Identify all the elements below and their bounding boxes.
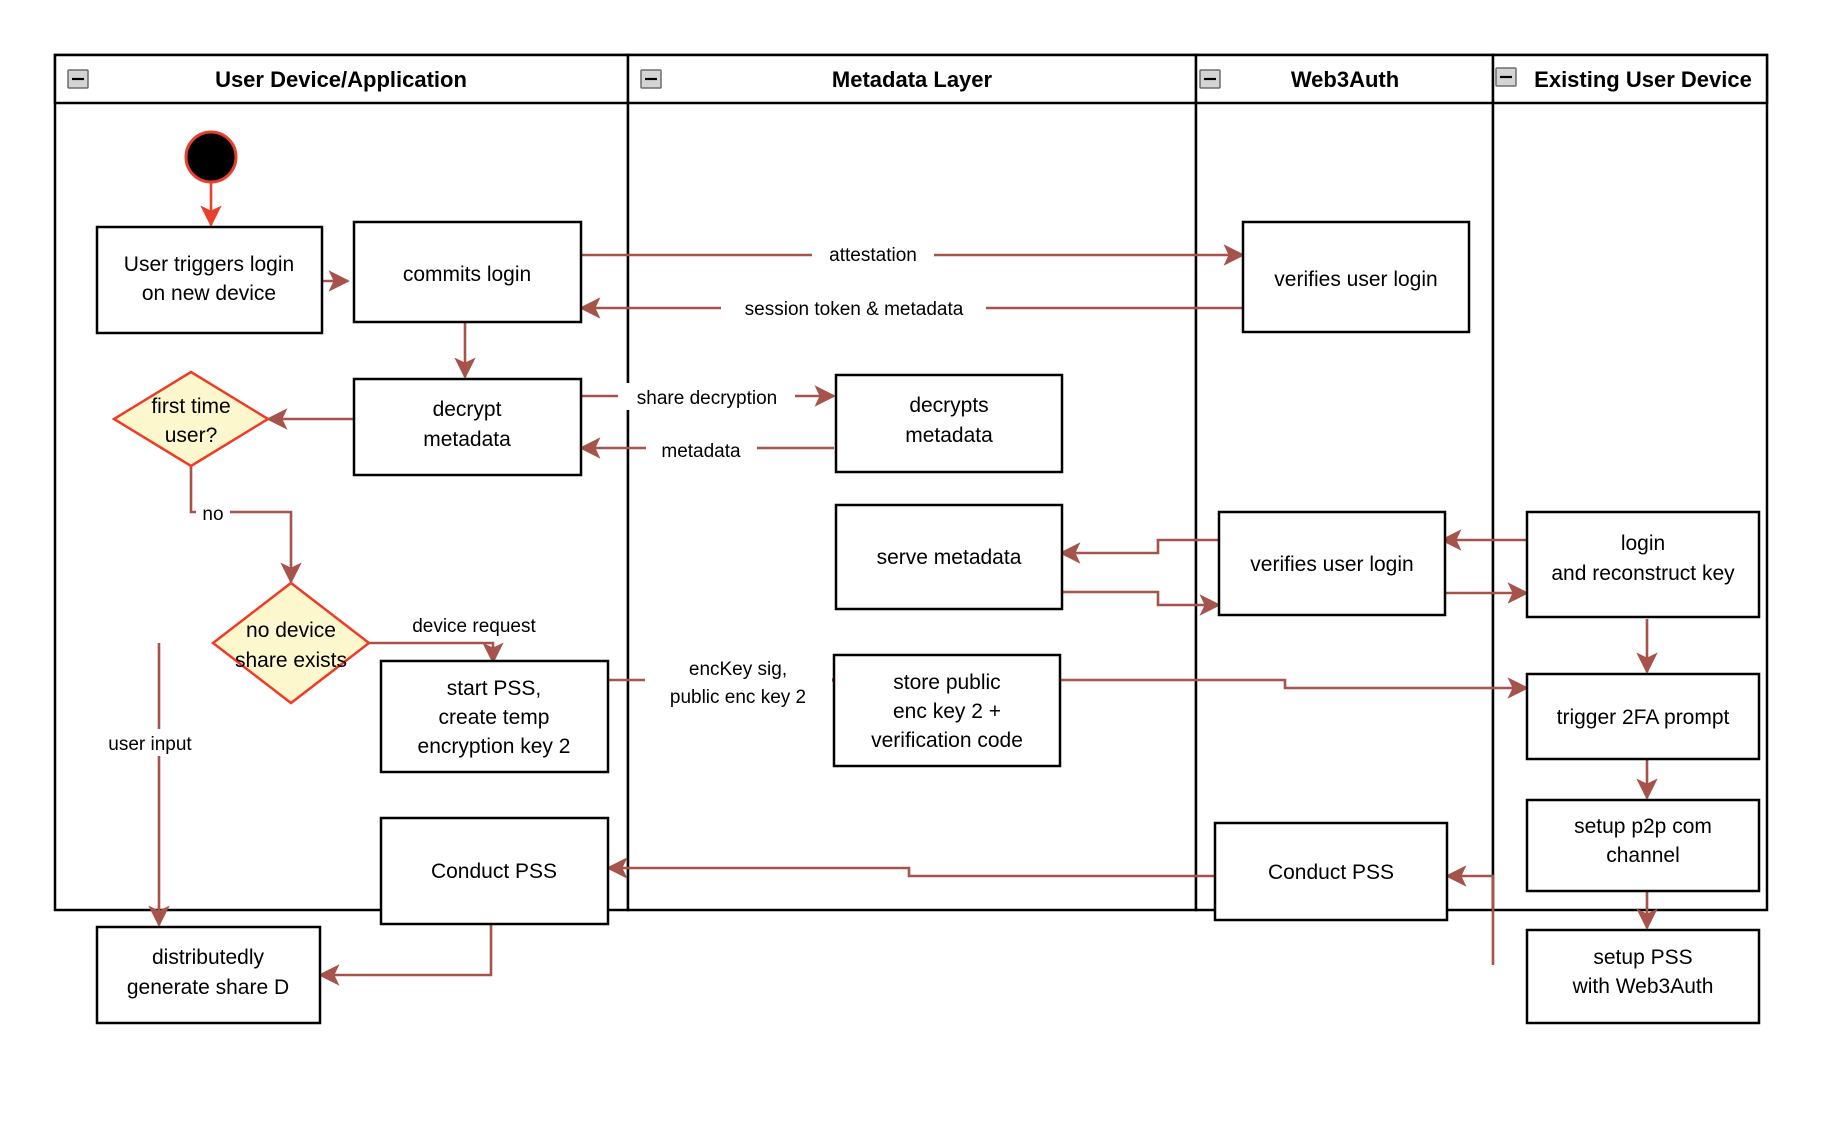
lane-header-user-device[interactable]: User Device/Application: [53, 53, 630, 105]
node-trigger-2fa-prompt[interactable]: trigger 2FA prompt: [1525, 672, 1761, 761]
lane-body-user-device: [53, 53, 630, 912]
lane-body-metadata: [626, 53, 1198, 912]
node-no-device-share-exists[interactable]: no device share exists: [210, 581, 372, 705]
minus-icon[interactable]: [1495, 67, 1517, 87]
node-label: Conduct PSS: [1268, 861, 1394, 884]
lane-header-bg-existing-device: [1491, 53, 1769, 105]
edge-device-request: [369, 641, 504, 664]
edge-label-metadata: metadata: [646, 436, 757, 463]
node-label-line-1: decrypt: [433, 398, 502, 421]
node-label-line-2: enc key 2 +: [893, 700, 1001, 723]
node-label: trigger 2FA prompt: [1557, 706, 1730, 729]
node-label-line-2: generate share D: [127, 976, 289, 999]
edge-label-text: no: [202, 504, 223, 525]
node-label-line-3: verification code: [871, 729, 1023, 752]
edge-label-user-input: user input: [93, 729, 208, 756]
node-label: serve metadata: [877, 546, 1022, 569]
lane-header-metadata[interactable]: Metadata Layer: [626, 53, 1198, 105]
edge-label-text: device request: [412, 616, 536, 637]
node-decrypt-metadata[interactable]: decrypt metadata: [352, 377, 583, 477]
node-label-line-2: and reconstruct key: [1551, 562, 1735, 585]
lane-title-existing-device: Existing User Device: [1534, 67, 1752, 92]
edge-label-text: attestation: [829, 245, 917, 266]
lane-header-bg-metadata: [626, 53, 1198, 105]
edge-label-no: no: [196, 499, 230, 526]
edge-label-text: metadata: [661, 441, 741, 462]
minus-icon[interactable]: [1199, 69, 1221, 89]
node-label-line-3: encryption key 2: [418, 735, 571, 758]
node-label-line-1: login: [1621, 532, 1665, 555]
minus-icon[interactable]: [640, 69, 662, 89]
edge-label-share-decryption: share decryption: [618, 383, 795, 410]
start-circle-icon: [184, 130, 238, 184]
minus-icon[interactable]: [67, 69, 89, 89]
edge-serve-metadata-to-verifies: [1061, 590, 1221, 616]
edge-label-device-request: device request: [394, 611, 555, 638]
edge-label-session-token: session token & metadata: [721, 293, 986, 320]
node-serve-metadata[interactable]: serve metadata: [834, 503, 1064, 611]
start-node[interactable]: [184, 130, 238, 184]
edge-setup-pss-to-conduct-pss: [1445, 865, 1495, 965]
node-decrypts-metadata[interactable]: decrypts metadata: [834, 373, 1064, 474]
edge-label-attestation: attestation: [812, 240, 934, 267]
edge-no: [189, 466, 302, 584]
node-verifies-user-login-1[interactable]: verifies user login: [1241, 220, 1471, 334]
lane-frames: [53, 53, 1769, 912]
node-setup-p2p-com-channel[interactable]: setup p2p com channel: [1525, 798, 1761, 893]
node-conduct-pss-user[interactable]: Conduct PSS: [379, 816, 610, 926]
edge-verifies-to-serve-metadata: [1059, 538, 1219, 564]
node-label-line-2: metadata: [905, 424, 993, 447]
edge-conduct-pss-to-share-d: [318, 923, 493, 986]
node-label: verifies user login: [1250, 553, 1413, 576]
node-commits-login[interactable]: commits login: [352, 220, 583, 324]
edge-label-text-line-1: encKey sig,: [689, 659, 787, 680]
node-label-line-1: User triggers login: [124, 253, 294, 276]
node-label-line-2: user?: [165, 424, 218, 447]
node-label-line-2: share exists: [235, 649, 347, 672]
node-verifies-user-login-2[interactable]: verifies user login: [1217, 510, 1447, 617]
edge-label-text: session token & metadata: [745, 299, 964, 320]
node-label-line-1: decrypts: [909, 394, 988, 417]
lane-header-web3auth[interactable]: Web3Auth: [1194, 53, 1495, 105]
node-first-time-user[interactable]: first time user?: [111, 370, 271, 468]
node-conduct-pss-web3auth[interactable]: Conduct PSS: [1213, 821, 1449, 922]
node-label-line-2: create temp: [439, 706, 550, 729]
node-start-pss-create-temp-key[interactable]: start PSS, create temp encryption key 2: [379, 659, 610, 774]
node-label-line-1: first time: [151, 395, 230, 418]
edge-store-key-to-2fa: [1060, 677, 1529, 699]
edge-label-text: user input: [108, 734, 192, 755]
node-setup-pss-with-web3auth[interactable]: setup PSS with Web3Auth: [1525, 928, 1761, 1025]
node-label-line-1: start PSS,: [447, 677, 542, 700]
node-label-line-2: on new device: [142, 282, 276, 305]
node-label: verifies user login: [1274, 268, 1437, 291]
node-label-line-2: metadata: [423, 428, 511, 451]
edge-label-text-line-2: public enc key 2: [670, 687, 806, 708]
lane-body-existing-device: [1491, 53, 1769, 912]
node-label: commits login: [403, 263, 531, 286]
lane-title-metadata: Metadata Layer: [832, 67, 993, 92]
edge-label-enckey-sig: encKey sig, public enc key 2: [645, 653, 832, 709]
edge-conduct-pss-to-conduct-pss: [606, 857, 1215, 879]
lane-header-existing-device[interactable]: Existing User Device: [1491, 53, 1769, 105]
node-label-line-2: channel: [1606, 844, 1680, 867]
node-label-line-1: setup PSS: [1593, 946, 1692, 969]
node-label-line-1: store public: [893, 671, 1000, 694]
node-distributedly-generate-share-d[interactable]: distributedly generate share D: [95, 925, 322, 1025]
edge-label-text: share decryption: [637, 388, 777, 409]
node-store-public-enc-key[interactable]: store public enc key 2 + verification co…: [832, 653, 1062, 768]
node-label-line-1: distributedly: [152, 946, 265, 969]
lane-header-bg-user-device: [53, 53, 630, 105]
node-user-triggers-login[interactable]: User triggers login on new device: [95, 225, 324, 335]
node-login-and-reconstruct-key[interactable]: login and reconstruct key: [1525, 510, 1761, 619]
edge-labels: attestation session token & metadata sha…: [93, 240, 986, 756]
node-label-line-1: setup p2p com: [1574, 815, 1712, 838]
node-label-line-2: with Web3Auth: [1572, 975, 1714, 998]
node-label: Conduct PSS: [431, 860, 557, 883]
lane-title-user-device: User Device/Application: [215, 67, 467, 92]
lane-body-web3auth: [1194, 53, 1495, 912]
lane-title-web3auth: Web3Auth: [1291, 67, 1399, 92]
node-label-line-1: no device: [246, 619, 336, 642]
